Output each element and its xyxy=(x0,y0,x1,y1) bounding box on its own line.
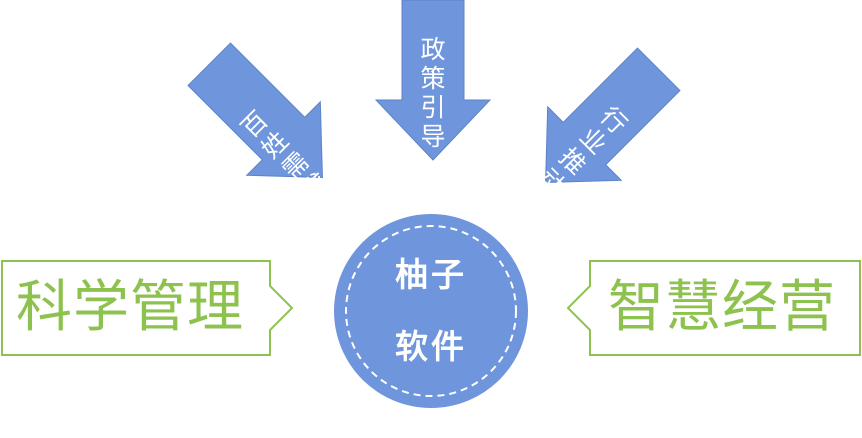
center-title: 柚子 软件 xyxy=(371,255,491,367)
center-circle xyxy=(334,214,528,408)
arrow-left-diag-shape xyxy=(187,42,323,178)
arrow-top-label-text: 政策引导 xyxy=(420,35,446,151)
arrow-right-diag-shape xyxy=(545,47,681,183)
center-title-line1: 柚子 xyxy=(395,255,467,294)
arrow-top-label: 政策引导 xyxy=(413,6,453,180)
center-circle-dashed-ring xyxy=(345,225,517,397)
right-box-label: 智慧经营 xyxy=(608,275,836,340)
left-box-label: 科学管理 xyxy=(16,275,244,340)
arrow-top-shape xyxy=(374,0,492,161)
left-box-frame xyxy=(1,260,294,356)
right-box-frame xyxy=(566,260,861,356)
center-title-line2: 软件 xyxy=(395,327,467,366)
